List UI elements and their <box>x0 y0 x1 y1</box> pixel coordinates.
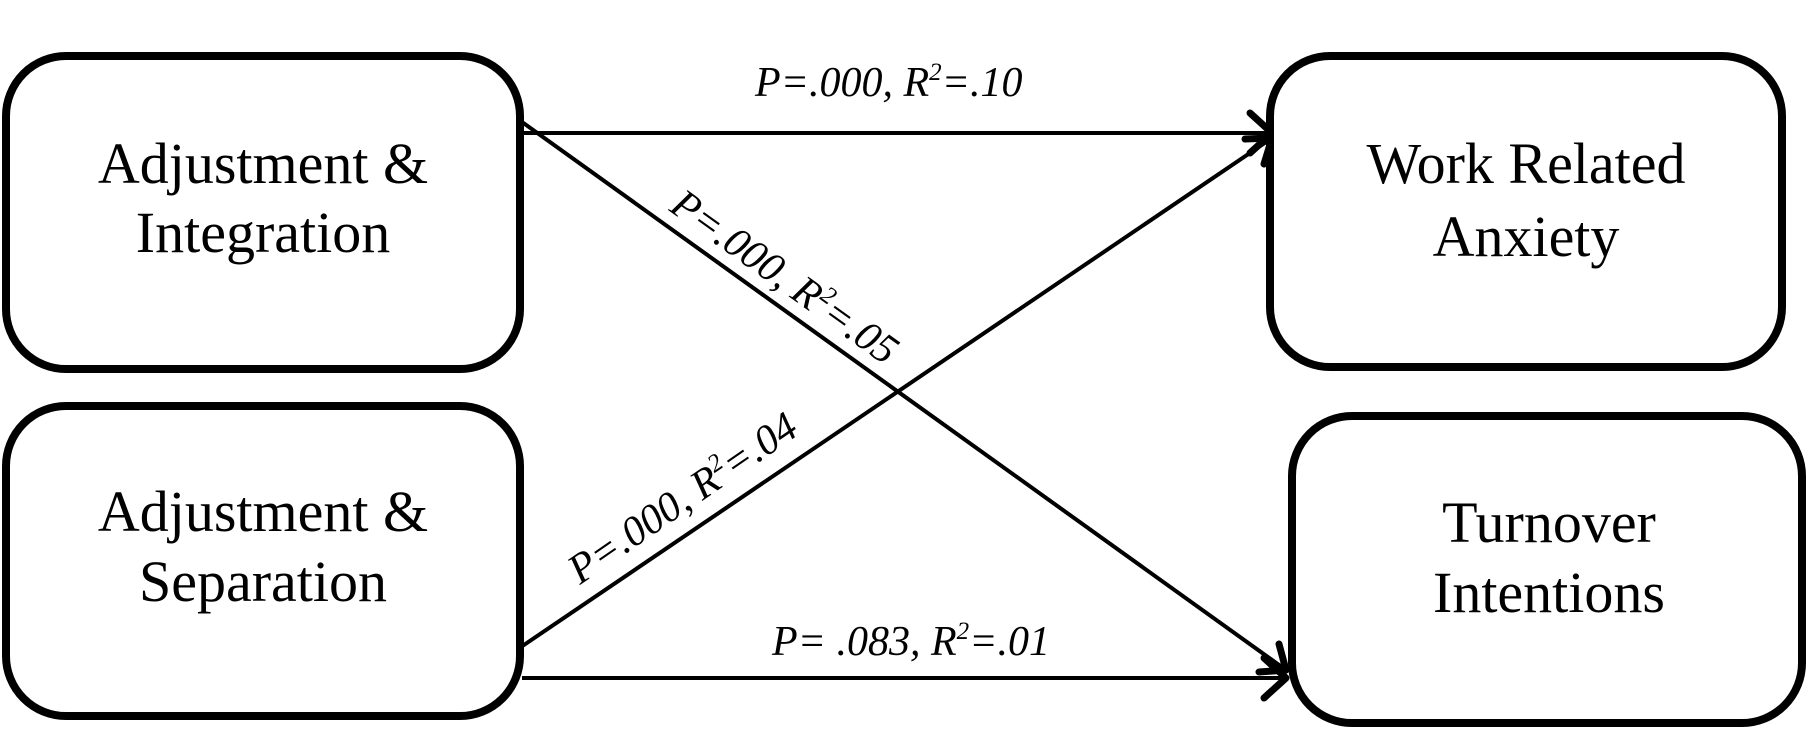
arrowhead-icon <box>1260 654 1290 702</box>
node-adjustment-integration: Adjustment & Integration <box>2 52 524 373</box>
edge-separation-to-anxiety <box>516 134 1276 651</box>
node-label-line1: Work Related <box>1366 131 1685 196</box>
edge-label-prefix: P=.000, R <box>661 180 830 319</box>
edge-label-separation-to-anxiety: P=.000, R2=.04 <box>558 403 806 594</box>
node-adjustment-separation: Adjustment & Separation <box>2 402 524 720</box>
edge-label-integration-to-turnover: P=.000, R2=.05 <box>661 179 907 374</box>
edge-label-suffix: =.04 <box>713 404 806 488</box>
node-label-line2: Anxiety <box>1433 204 1620 269</box>
edge-label-superscript: 2 <box>929 59 942 86</box>
node-label-line1: Adjustment & <box>98 479 428 544</box>
node-label-line2: Intentions <box>1433 560 1665 625</box>
edge-label-suffix: =.01 <box>969 619 1050 665</box>
edge-label-prefix: P= .083, R <box>771 619 957 665</box>
edge-label-prefix: P=.000, R <box>754 60 929 106</box>
arrowhead-icon <box>1255 640 1290 676</box>
node-label-line1: Adjustment & <box>98 131 428 196</box>
node-label-line2: Separation <box>139 549 387 614</box>
edge-integration-to-turnover <box>520 120 1290 676</box>
edge-integration-to-anxiety <box>522 109 1276 157</box>
edge-label-separation-to-turnover: P= .083, R2=.01 <box>771 618 1050 665</box>
edge-label-superscript: 2 <box>957 618 970 645</box>
edge-separation-to-turnover <box>522 654 1290 702</box>
edge-label-suffix: =.10 <box>942 60 1023 106</box>
edge-label-integration-to-anxiety: P=.000, R2=.10 <box>754 59 1023 106</box>
node-label-line2: Integration <box>136 200 390 265</box>
node-turnover-intentions: Turnover Intentions <box>1288 412 1806 727</box>
node-work-related-anxiety: Work Related Anxiety <box>1266 52 1786 371</box>
node-label-line1: Turnover <box>1442 490 1656 555</box>
